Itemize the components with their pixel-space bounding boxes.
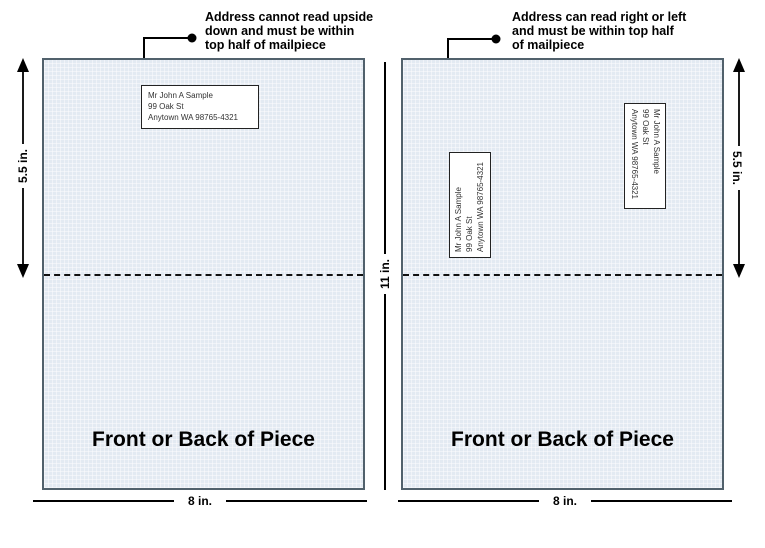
- down-arrowhead-icon: [17, 264, 29, 278]
- annotation-right: Address can read right or left and must …: [512, 10, 687, 52]
- height-dimension-label-left: 5.5 in.: [15, 144, 31, 188]
- fold-line: [403, 274, 722, 276]
- address-label-upright: Mr John A Sample 99 Oak St Anytown WA 98…: [141, 85, 259, 130]
- width-dimension-label-left: 8 in.: [188, 494, 213, 508]
- width-dimension-label-right: 8 in.: [553, 494, 578, 508]
- width-dimension-left: 8 in.: [33, 493, 368, 509]
- dimension-line: [33, 500, 174, 502]
- address-label-rotated-left: Mr John A Sample 99 Oak St Anytown WA 98…: [449, 152, 491, 258]
- height-dimension-label-right: 5.5 in.: [729, 146, 745, 190]
- mailpiece-panel-right: Mr John A Sample 99 Oak St Anytown WA 98…: [401, 58, 724, 490]
- dimension-line: [591, 500, 733, 502]
- fold-line: [44, 274, 363, 276]
- total-height-dimension-label: 11 in.: [377, 254, 393, 294]
- mailpiece-panel-left: Mr John A Sample 99 Oak St Anytown WA 98…: [42, 58, 365, 490]
- down-arrowhead-icon: [733, 264, 745, 278]
- up-arrowhead-icon: [733, 58, 745, 72]
- dimension-line: [226, 500, 368, 502]
- piece-label-right: Front or Back of Piece: [451, 428, 674, 451]
- piece-label-left: Front or Back of Piece: [92, 428, 315, 451]
- dimension-line: [398, 500, 539, 502]
- address-label-rotated-right: Mr John A Sample 99 Oak St Anytown WA 98…: [624, 103, 666, 209]
- width-dimension-right: 8 in.: [398, 493, 733, 509]
- annotation-left: Address cannot read upside down and must…: [205, 10, 374, 52]
- up-arrowhead-icon: [17, 58, 29, 72]
